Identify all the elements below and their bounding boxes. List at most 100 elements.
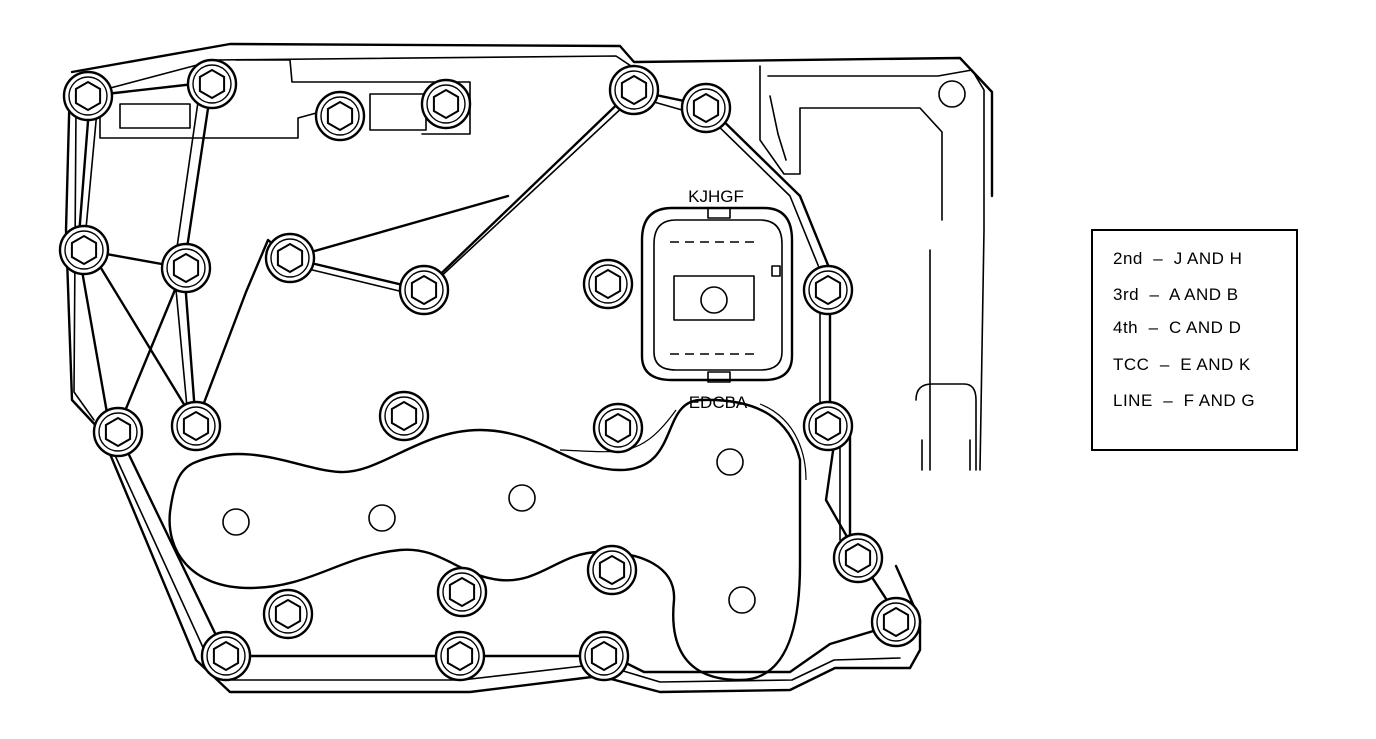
bolt-ring — [808, 406, 848, 446]
bolt-ring — [98, 412, 138, 452]
bolt-boss — [186, 58, 238, 110]
bolt — [680, 82, 732, 134]
bolt-ring — [192, 64, 232, 104]
hole — [938, 80, 966, 108]
connector-tab-bottom — [707, 371, 731, 383]
bolt-boss — [170, 400, 222, 452]
bolt — [608, 64, 660, 116]
bolt — [262, 588, 314, 640]
bolt — [578, 630, 630, 682]
bolt-boss — [264, 232, 316, 284]
bolt-boss — [200, 630, 252, 682]
bolt-hex-head — [390, 400, 418, 432]
bolt-ring — [614, 70, 654, 110]
legend-row-3rd: 3rd – A AND B — [1113, 285, 1239, 304]
bolt — [314, 90, 366, 142]
bolt-ring — [404, 270, 444, 310]
connector-label-leader-2 — [759, 403, 807, 481]
bolt — [264, 232, 316, 284]
bolt-hex-head — [446, 640, 474, 672]
bolt-ring — [440, 636, 480, 676]
hole — [700, 286, 728, 314]
bolt-boss — [832, 532, 884, 584]
hole — [716, 448, 744, 476]
legend-box: 2nd – J AND H 3rd – A AND B 4th – C AND … — [1091, 229, 1298, 451]
bolt-hex-head — [274, 598, 302, 630]
connector-top-label: KJHGF — [688, 187, 744, 206]
bolt-hex-head — [604, 412, 632, 444]
bolt — [200, 630, 252, 682]
bolt — [434, 630, 486, 682]
hole — [728, 586, 756, 614]
bolt-boss — [586, 544, 638, 596]
casting-outline — [64, 42, 994, 694]
bolt-boss — [802, 400, 854, 452]
bolt-boss — [582, 258, 634, 310]
bolt-ring — [384, 396, 424, 436]
bolt-boss — [680, 82, 732, 134]
bolt-hex-head — [432, 88, 460, 120]
bolt — [582, 258, 634, 310]
bolt-hex-head — [104, 416, 132, 448]
bolt-boss — [578, 630, 630, 682]
bolt-boss — [262, 588, 314, 640]
bolt-hex-head — [276, 242, 304, 274]
channel-network-inner — [83, 87, 841, 541]
bolt-ring — [268, 594, 308, 634]
bolt-hex-head — [448, 576, 476, 608]
bolt — [592, 402, 644, 454]
lower-passage — [168, 398, 802, 682]
bolt-ring — [584, 636, 624, 676]
connector-bottom-label: EDCBA — [689, 393, 748, 412]
connector-side-tab — [771, 265, 781, 277]
bolt-hex-head — [198, 68, 226, 100]
bolt-boss — [436, 566, 488, 618]
bolt-ring — [166, 248, 206, 288]
bolt-ring — [320, 96, 360, 136]
bolt-boss — [802, 264, 854, 316]
bolt-ring — [270, 238, 310, 278]
bolt-ring — [808, 270, 848, 310]
bolt-ring — [598, 408, 638, 448]
bolt — [62, 70, 114, 122]
connector-tab-top — [707, 207, 731, 219]
legend-row-tcc: TCC – E AND K — [1113, 355, 1251, 374]
bolt-ring — [206, 636, 246, 676]
bolt-hex-head — [74, 80, 102, 112]
channel-network — [76, 80, 898, 674]
bolt — [160, 242, 212, 294]
bolt-hex-head — [594, 268, 622, 300]
connector-outer — [640, 206, 794, 382]
bolt-ring — [64, 230, 104, 270]
top-left-cover — [99, 59, 471, 139]
connector-key — [673, 275, 755, 321]
bolt-ring — [588, 264, 628, 304]
bolt-ring — [838, 538, 878, 578]
bolt — [186, 58, 238, 110]
bolt-boss — [420, 78, 472, 130]
bolt-boss — [92, 406, 144, 458]
bolt-ring — [68, 76, 108, 116]
bolt — [832, 532, 884, 584]
bolt-hex-head — [882, 606, 910, 638]
hole — [368, 504, 396, 532]
bolts — [58, 58, 922, 682]
bolt-hex-head — [172, 252, 200, 284]
bolt-hex-head — [70, 234, 98, 266]
right-bracket — [759, 65, 985, 471]
bolt-boss — [160, 242, 212, 294]
bolt-boss — [58, 224, 110, 276]
bolt-boss — [378, 390, 430, 442]
bolt — [170, 400, 222, 452]
bolt-ring — [176, 406, 216, 446]
bolt-boss — [62, 70, 114, 122]
bolt-hex-head — [410, 274, 438, 306]
bolt — [92, 406, 144, 458]
connector-inner — [653, 219, 783, 371]
bolt — [802, 264, 854, 316]
legend-row-line: LINE – F AND G — [1113, 391, 1256, 410]
bolt-hex-head — [844, 542, 872, 574]
bolt-hex-head — [212, 640, 240, 672]
